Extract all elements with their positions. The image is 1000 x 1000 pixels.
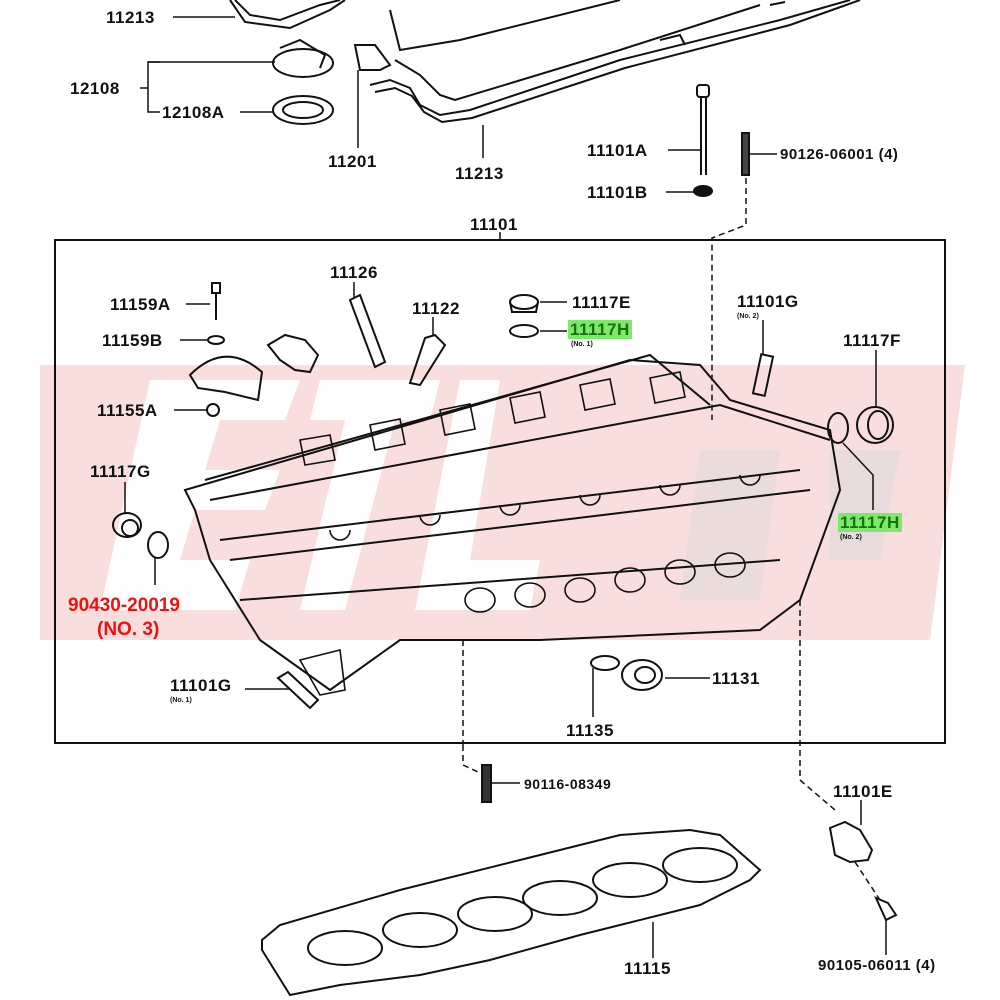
plug-11117g [112,512,142,538]
bracket-11101e [828,800,898,955]
label-11122: 11122 [412,299,460,318]
cylinder-head [183,353,842,696]
note-11101g-no2: (No. 2) [737,313,759,320]
note-11117h-no2: (No. 2) [840,534,862,541]
label-11117h-no2: 11117H [838,513,902,532]
stud-90116 [481,764,492,803]
seal-11131 [621,659,663,691]
label-12108: 12108 [70,79,120,98]
cam-cap-bolt [207,282,225,345]
label-11101g-no1: 11101G [170,676,232,695]
gasket-11117h-2 [827,412,849,444]
label-11117g: 11117G [90,462,151,481]
label-11159a: 11159A [110,295,171,314]
label-11213-bottom: 11213 [455,164,504,183]
callout-note: (NO. 3) [97,619,160,640]
washer-11135 [590,655,620,671]
note-11101g-no1: (No. 1) [170,697,192,704]
label-11213-top: 11213 [106,8,155,27]
label-11117h-no1: 11117H [568,320,632,339]
plug-11117e [509,294,539,313]
pin-11101g-1 [276,670,320,710]
label-11101a: 11101A [587,141,648,160]
valve-cover [229,0,861,124]
label-11159b: 11159B [102,331,163,350]
label-12108a: 12108A [162,103,225,122]
valve-guide-long [348,293,387,369]
label-90105-06011: 90105-06011 (4) [818,957,936,974]
label-11201: 11201 [328,152,377,171]
oil-filler-cap [272,38,334,78]
label-11155a: 11155A [97,401,158,420]
label-11101g-no2: 11101G [737,292,799,311]
label-11117f: 11117F [843,331,901,350]
label-11101e: 11101E [833,782,893,801]
gasket-90430-20019 [147,531,169,559]
head-gasket-11115 [261,828,762,997]
pin-11101g-2 [751,353,775,397]
label-11131: 11131 [712,669,760,688]
label-90116-08349: 90116-08349 [524,776,612,792]
label-11115: 11115 [624,959,671,978]
callout-part-number: 90430-20019 [68,595,180,616]
plug-11117f [856,406,894,444]
label-11126: 11126 [330,263,378,282]
gasket-11117h-1 [509,324,539,338]
label-assembly-11101: 11101 [470,215,518,234]
dowel-ring [206,403,220,417]
label-11117e: 11117E [572,293,631,312]
cam-bearing-cap [188,355,264,402]
label-11101b: 11101B [587,183,648,202]
bolt [693,84,750,197]
note-11117h-no1: (No. 1) [571,341,593,348]
label-11135: 11135 [566,721,614,740]
oil-cap-gasket [272,95,334,125]
label-90126-06001: 90126-06001 (4) [780,146,899,163]
rocker-bracket [266,333,320,374]
